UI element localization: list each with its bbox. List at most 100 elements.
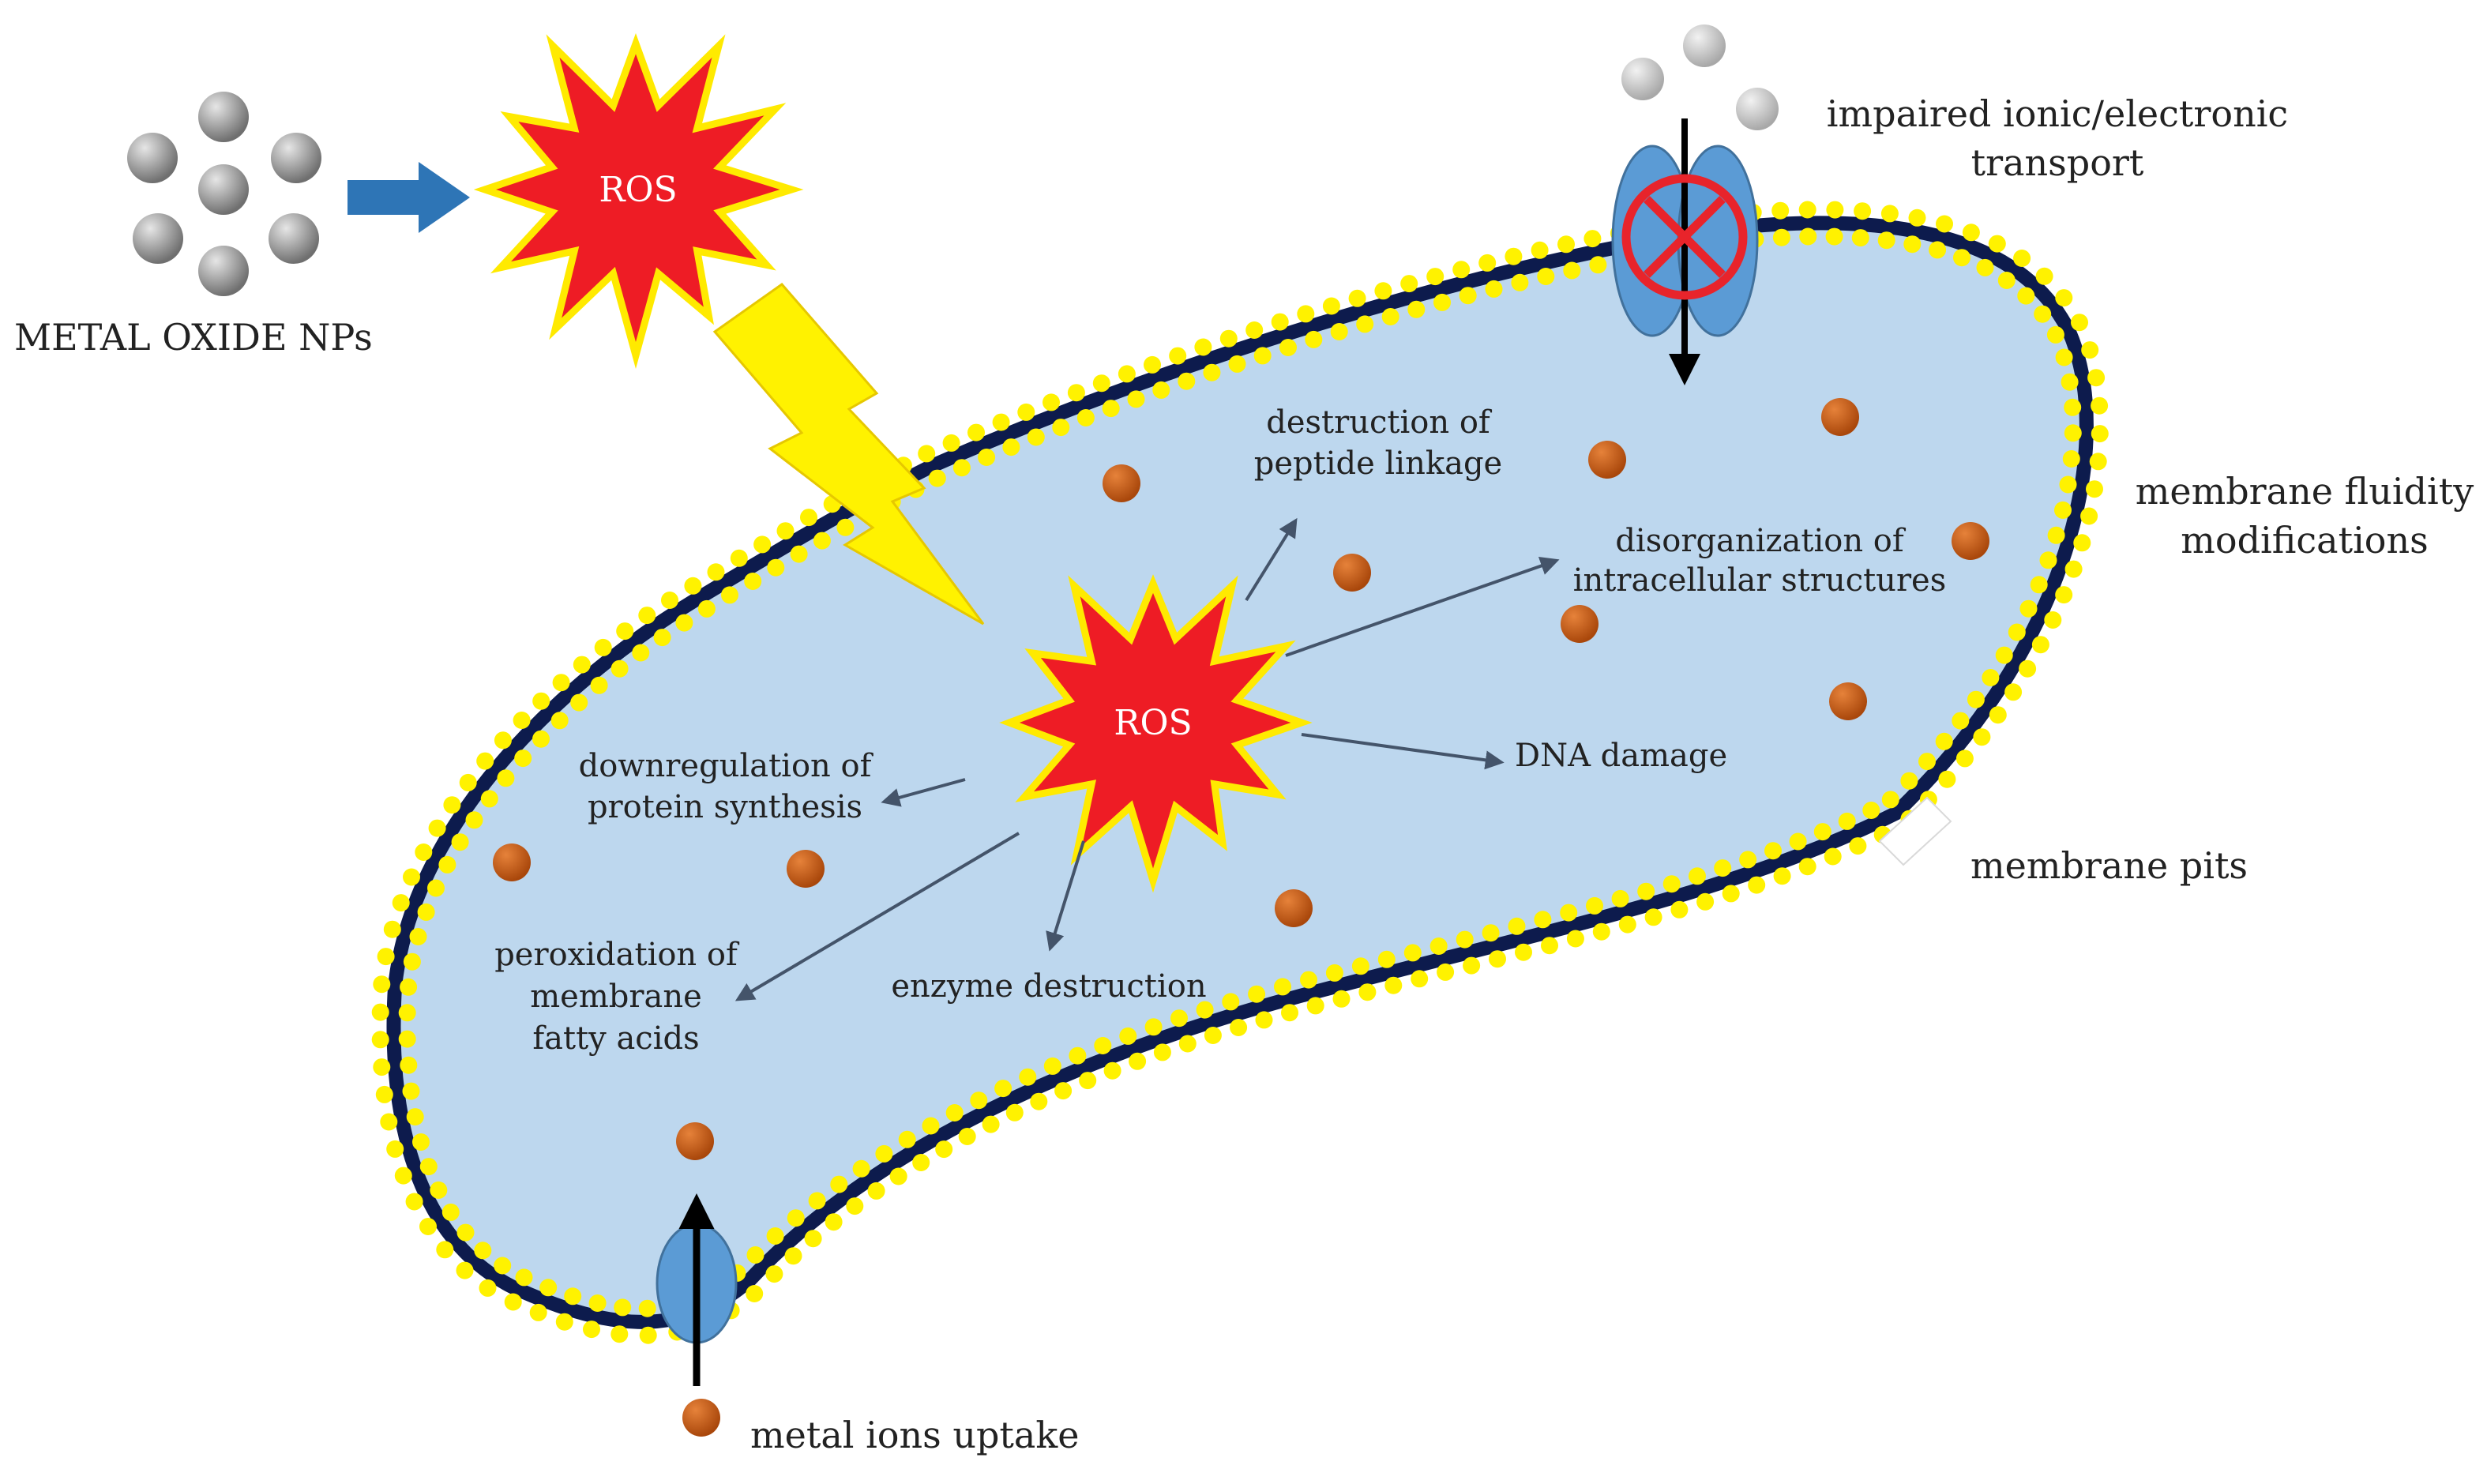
uptake-channel (656, 1193, 738, 1437)
membrane-bead (1433, 293, 1451, 311)
membrane-bead (1358, 983, 1377, 1001)
membrane-bead (427, 879, 445, 897)
membrane-bead (958, 1128, 976, 1145)
membrane-bead (412, 1133, 430, 1151)
membrane-bead (1204, 1027, 1222, 1044)
membrane-bead (1178, 1035, 1197, 1053)
membrane-bead (2039, 551, 2057, 569)
membrane-bead (1411, 970, 1429, 988)
membrane-bead (1489, 950, 1506, 968)
membrane-bead (1017, 403, 1035, 421)
membrane-bead (1281, 1004, 1298, 1022)
membrane-bead (409, 928, 427, 945)
membrane-bead (776, 522, 795, 540)
membrane-bead (967, 423, 985, 441)
membrane-bead (2091, 396, 2109, 415)
membrane-bead (697, 599, 716, 618)
membrane-bead (392, 894, 410, 912)
membrane-bead (419, 1158, 438, 1176)
membrane-bead (494, 731, 512, 750)
membrane-bead (2087, 369, 2106, 387)
membrane-bead (1297, 305, 1315, 323)
membrane-bead (766, 1227, 784, 1245)
membrane-bead (1764, 842, 1782, 860)
membrane-bead (1322, 297, 1340, 315)
label-disorg-line1: disorganization of (1615, 523, 1907, 559)
membrane-bead (922, 1117, 940, 1135)
membrane-bead (1826, 201, 1844, 219)
membrane-bead (1426, 268, 1444, 286)
membrane-bead (1230, 1019, 1248, 1036)
membrane-bead (1976, 258, 1994, 276)
membrane-bead (1152, 381, 1170, 399)
membrane-bead (787, 1209, 805, 1227)
membrane-bead (1900, 772, 1918, 790)
membrane-bead (1429, 937, 1448, 955)
membrane-bead (2080, 507, 2098, 525)
membrane-bead (1330, 323, 1348, 340)
membrane-bead (1592, 922, 1610, 941)
membrane-bead (1696, 892, 1715, 911)
membrane-bead (497, 769, 515, 787)
membrane-bead (2008, 623, 2026, 641)
membrane-bead (1557, 235, 1575, 254)
membrane-bead (1027, 428, 1045, 446)
membrane-bead (1541, 937, 1558, 955)
membrane-bead (2019, 659, 2037, 678)
membrane-bead (1153, 1043, 1171, 1061)
membrane-bead (1306, 997, 1324, 1015)
membrane-bead (590, 676, 608, 694)
membrane-bead (632, 644, 650, 662)
membrane-bead (1219, 329, 1238, 348)
membrane-bead (383, 920, 401, 938)
membrane-bead (1118, 365, 1136, 383)
label-transport-line1: impaired ionic/electronic (1827, 92, 2288, 135)
membrane-bead (721, 586, 738, 604)
membrane-bead (2059, 475, 2077, 494)
membrane-bead (1400, 275, 1418, 293)
membrane-bead (1076, 409, 1095, 426)
membrane-bead (1798, 201, 1816, 219)
membrane-bead (1196, 1001, 1214, 1019)
membrane-bead (1515, 943, 1532, 961)
membrane-bead (1094, 1037, 1112, 1054)
label-fluidity-line1: membrane fluidity (2136, 470, 2474, 513)
membrane-bead (1194, 338, 1212, 356)
membrane-bead (1586, 896, 1603, 915)
membrane-bead (1903, 235, 1922, 254)
membrane-bead (1456, 930, 1474, 949)
membrane-bead (2062, 450, 2080, 468)
membrane-bead (753, 535, 772, 554)
membrane-bead (539, 1279, 558, 1297)
membrane-bead (417, 903, 435, 921)
label-dna-damage: DNA damage (1515, 738, 1727, 774)
membrane-bead (1531, 241, 1549, 259)
membrane-bead (992, 413, 1010, 431)
label-perox-line1: peroxidation of (494, 937, 740, 973)
membrane-bead (1560, 904, 1578, 922)
ros-label-inside: ROS (1114, 703, 1192, 743)
membrane-bead (1222, 993, 1240, 1011)
membrane-bead (1052, 419, 1070, 437)
membrane-bead (1748, 876, 1766, 894)
membrane-bead (2064, 424, 2082, 442)
membrane-bead (583, 1321, 600, 1339)
membrane-bead (2047, 526, 2065, 544)
membrane-bead (1043, 393, 1060, 411)
membrane-bead (1203, 363, 1221, 381)
membrane-bead (1714, 859, 1732, 877)
membrane-bead (846, 1197, 864, 1215)
membrane-bead (2081, 341, 2099, 359)
membrane-bead (765, 1265, 783, 1283)
membrane-bead (1452, 261, 1471, 279)
membrane-bead (2073, 534, 2091, 552)
membrane-bead (744, 573, 762, 590)
membrane-bead (661, 592, 678, 609)
ros-burst-outside (473, 33, 804, 369)
membrane-bead (639, 1326, 657, 1344)
membrane-bead (616, 622, 634, 641)
membrane-bead (1799, 227, 1817, 246)
membrane-bead (2054, 501, 2072, 519)
label-downreg-line2: protein synthesis (588, 789, 862, 825)
